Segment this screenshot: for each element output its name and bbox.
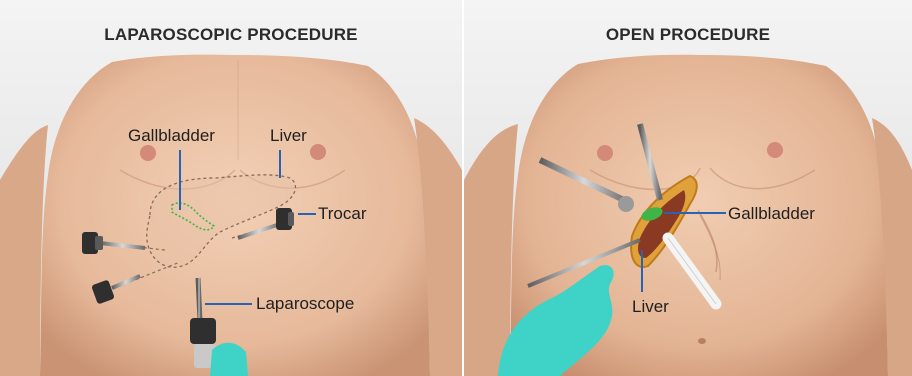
label-trocar: Trocar [318,204,367,224]
navel [698,338,706,344]
label-laparoscope: Laparoscope [256,294,354,314]
left-nipple-right [310,144,326,160]
right-nipple-right [767,142,783,158]
open-panel [464,0,912,376]
open-title: OPEN PROCEDURE [464,25,912,45]
label-gallbladder-laparoscopic: Gallbladder [128,126,215,146]
right-nipple-left [597,145,613,161]
label-liver-laparoscopic: Liver [270,126,307,146]
left-nipple-left [140,145,156,161]
panel-divider [462,0,464,376]
label-liver-open: Liver [632,297,669,317]
label-gallbladder-open: Gallbladder [728,204,815,224]
laparoscopic-panel [0,0,462,376]
laparoscopic-title: LAPAROSCOPIC PROCEDURE [0,25,462,45]
